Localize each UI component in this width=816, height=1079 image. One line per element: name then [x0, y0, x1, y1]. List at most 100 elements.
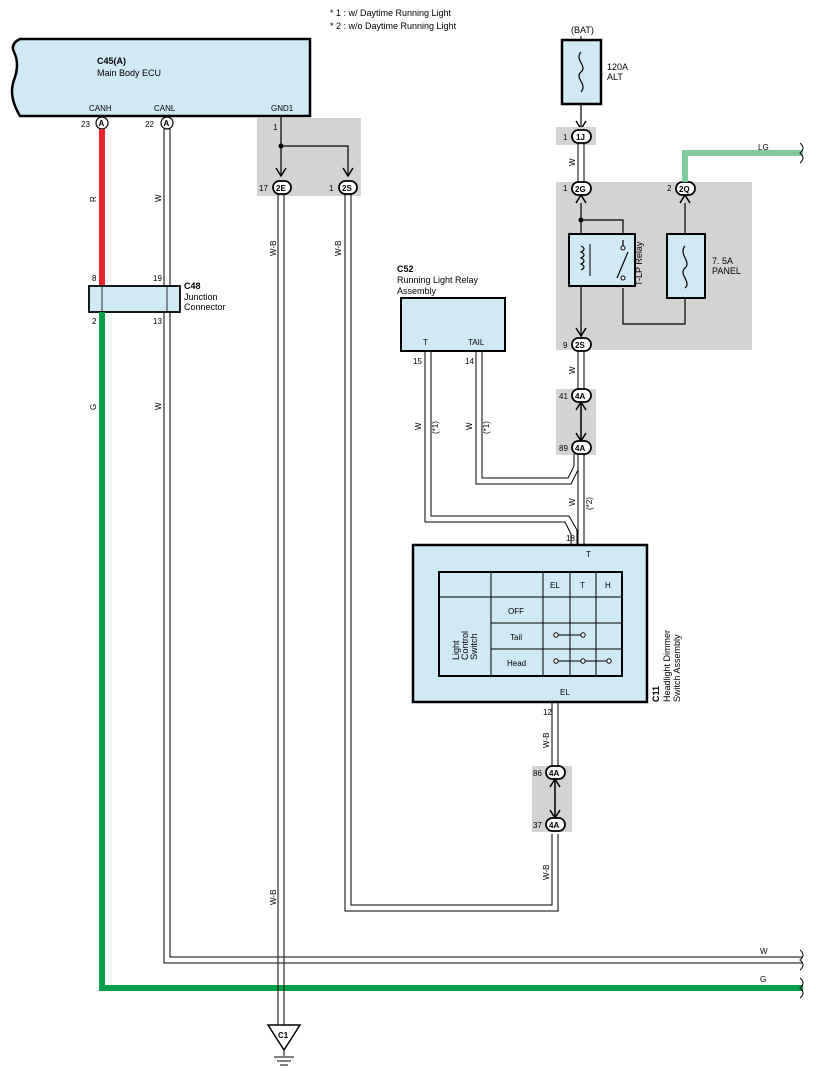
side-light: Light — [451, 640, 461, 660]
connector-4a-89: 89 4A — [559, 440, 592, 455]
wire-2s-4a — [577, 351, 585, 390]
svg-text:PANEL: PANEL — [712, 266, 741, 276]
running-light-relay: C52 Running Light Relay Assembly T TAIL … — [397, 264, 506, 366]
col-el: EL — [550, 581, 560, 590]
ecu-canl-label: CANL — [154, 104, 176, 113]
svg-text:9: 9 — [563, 341, 568, 350]
svg-text:7. 5A: 7. 5A — [712, 256, 733, 266]
svg-text:Connector: Connector — [184, 302, 226, 312]
wire-label-w-right: W — [760, 947, 768, 956]
wire-label-w-6: W — [465, 422, 474, 430]
wire-el-down — [551, 702, 559, 767]
svg-text:Headlight Dimmer: Headlight Dimmer — [662, 630, 672, 702]
svg-text:17: 17 — [259, 184, 268, 193]
panel-fuse: 7. 5A PANEL — [666, 233, 741, 299]
svg-text:T-LP Relay: T-LP Relay — [634, 241, 644, 286]
wire-label-w-4: W — [568, 366, 577, 374]
wire-label-lg: LG — [758, 143, 769, 152]
svg-text:18: 18 — [566, 534, 575, 543]
svg-text:C11: C11 — [651, 686, 661, 702]
svg-text:2S: 2S — [575, 341, 585, 350]
svg-text:Switch Assembly: Switch Assembly — [672, 634, 682, 702]
svg-text:A: A — [164, 119, 170, 128]
connector-2s-right: 9 2S — [563, 337, 592, 352]
svg-text:EL: EL — [560, 688, 570, 697]
svg-text:23: 23 — [81, 120, 90, 129]
svg-text:Assembly: Assembly — [397, 286, 437, 296]
wire-label-r: R — [89, 196, 98, 202]
svg-text:ALT: ALT — [607, 72, 623, 82]
svg-text:12: 12 — [543, 708, 552, 717]
svg-text:4A: 4A — [549, 821, 559, 830]
svg-text:13: 13 — [153, 317, 162, 326]
wire-label-wb-5: W-B — [542, 865, 551, 880]
svg-text:15: 15 — [413, 357, 422, 366]
wire-label-w-2: W — [154, 402, 163, 410]
svg-text:(BAT): (BAT) — [571, 25, 594, 35]
svg-text:C1: C1 — [278, 1031, 289, 1040]
wire-label-wb-1: W-B — [269, 241, 278, 256]
ground-c1: C1 — [266, 1024, 302, 1066]
wire-relay-t — [424, 351, 578, 545]
wire-wb-ground — [277, 194, 285, 1025]
relay-splice-dot — [578, 217, 584, 223]
wire-canl-white — [163, 129, 803, 964]
svg-text:Running Light Relay: Running Light Relay — [397, 275, 479, 285]
wire-label-g: G — [89, 404, 98, 410]
wire-1j-2g — [577, 143, 585, 182]
wire-label-w-7: W — [568, 498, 577, 506]
connector-2e: 17 2E — [259, 180, 292, 195]
svg-text:C48: C48 — [184, 281, 201, 291]
ground-splice-dot — [278, 143, 284, 149]
wire-label-star1-b: (*1) — [482, 421, 491, 434]
wire-label-wb-2: W-B — [269, 890, 278, 905]
ecu-id: C45(A) — [97, 56, 126, 66]
svg-text:T: T — [586, 550, 591, 559]
break-w — [799, 949, 804, 971]
row-head: Head — [507, 659, 526, 668]
wire-label-g-right: G — [760, 975, 766, 984]
svg-text:2: 2 — [92, 317, 97, 326]
svg-text:37: 37 — [533, 821, 542, 830]
wire-label-w-3: W — [568, 158, 577, 166]
ecu-gnd-pin: 1 — [273, 123, 278, 132]
svg-text:14: 14 — [465, 357, 474, 366]
connector-1j: 1 1J — [563, 129, 592, 144]
ecu-gnd-label: GND1 — [271, 104, 294, 113]
note-1: * 1 : w/ Daytime Running Light — [330, 8, 452, 18]
main-body-ecu: C45(A) Main Body ECU CANH CANL GND1 — [10, 37, 312, 118]
col-t: T — [580, 581, 585, 590]
ground-arrows — [275, 167, 354, 178]
svg-text:89: 89 — [559, 444, 568, 453]
wire-g-green — [99, 312, 803, 991]
arrows-2g-2q — [575, 193, 691, 204]
wire-label-wb-4: W-B — [542, 733, 551, 748]
svg-text:T: T — [423, 338, 428, 347]
wire-label-star1-a: (*1) — [431, 421, 440, 434]
svg-text:2G: 2G — [575, 185, 586, 194]
svg-text:2: 2 — [667, 184, 672, 193]
row-tail: Tail — [510, 633, 522, 642]
svg-text:C52: C52 — [397, 264, 414, 274]
svg-text:4A: 4A — [575, 392, 585, 401]
connector-4a-37: 37 4A — [533, 817, 566, 832]
connector-4a-86: 86 4A — [533, 765, 566, 780]
svg-text:1: 1 — [563, 133, 568, 142]
connector-2s-left: 1 2S — [329, 180, 358, 195]
svg-text:8: 8 — [92, 274, 97, 283]
svg-text:1J: 1J — [576, 133, 585, 142]
junction-connector: 8 19 2 13 C48 Junction Connector — [88, 274, 226, 326]
wire-4a-switch — [577, 454, 585, 545]
side-control: Control — [460, 631, 470, 660]
t-lp-relay: T-LP Relay — [568, 233, 644, 287]
wire-wb-2s — [344, 194, 559, 912]
svg-text:A: A — [99, 119, 105, 128]
wire-label-w-1: W — [154, 194, 163, 202]
connector-4a-41: 41 4A — [559, 388, 592, 403]
note-2: * 2 : w/o Daytime Running Light — [330, 21, 457, 31]
col-h: H — [605, 581, 611, 590]
svg-text:TAIL: TAIL — [468, 338, 485, 347]
ecu-canh-label: CANH — [89, 104, 112, 113]
ecu-name: Main Body ECU — [97, 68, 161, 78]
